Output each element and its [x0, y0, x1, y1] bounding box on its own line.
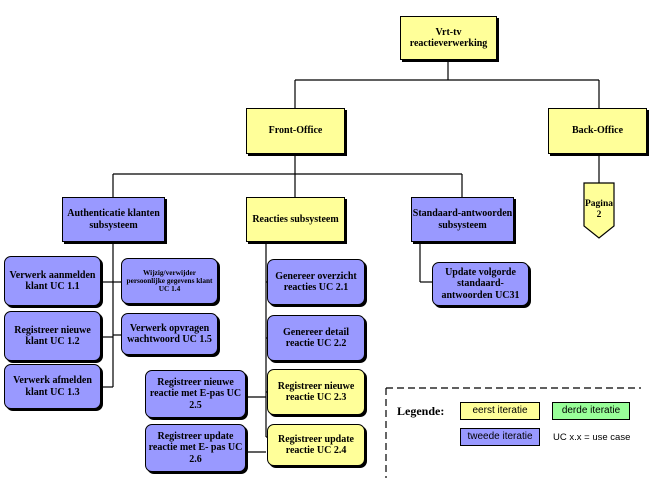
- uc-1-3-label: Verwerk afmelden klant UC 1.3: [13, 375, 92, 398]
- uc-1-4-node: Wijzig/verwijder persoonlijke gegevens k…: [121, 258, 218, 304]
- page-ref-label: Pagina 2: [585, 199, 613, 220]
- uc-1-2-label: Registreer nieuwe klant UC 1.2: [14, 324, 91, 347]
- reacties-subsystem-node: Reacties subsysteem: [246, 197, 345, 242]
- uc-1-5-label: Verwerk opvragen wachtwoord UC 1.5: [127, 322, 212, 345]
- legend-first-label: eerst iteratie: [472, 405, 528, 417]
- uc-1-1-label: Verwerk aanmelden klant UC 1.1: [9, 269, 96, 292]
- uc-2-1-label: Genereer overzicht reacties UC 2.1: [275, 270, 357, 293]
- uc-1-3-node: Verwerk afmelden klant UC 1.3: [4, 364, 101, 409]
- legend-first-iteration: eerst iteratie: [460, 402, 540, 420]
- uc-31-label: Update volgorde standaard-antwoorden UC3…: [441, 267, 520, 301]
- uc-2-6-node: Registreer update reactie met E- pas UC …: [145, 424, 246, 472]
- uc-2-5-node: Registreer nieuwe reactie met E-pas UC 2…: [145, 370, 246, 418]
- uc-2-6-label: Registreer update reactie met E- pas UC …: [148, 431, 243, 465]
- front-office-node: Front-Office: [246, 108, 345, 154]
- uc-1-2-node: Registreer nieuwe klant UC 1.2: [4, 311, 101, 361]
- legend-title: Legende:: [397, 404, 445, 418]
- uc-31-node: Update volgorde standaard-antwoorden UC3…: [432, 262, 529, 306]
- uc-2-2-node: Genereer detail reactie UC 2.2: [267, 315, 365, 361]
- auth-subsystem-label: Authenticatie klanten subsysteem: [67, 208, 160, 231]
- root-node: Vrt-tv reactieverwerking: [400, 16, 497, 60]
- uc-2-3-node: Registreer nieuwe reactie UC 2.3: [267, 369, 365, 415]
- standaard-subsystem-label: Standaard-antwoorden subsysteem: [412, 208, 513, 231]
- uc-2-4-node: Registreer update reactie UC 2.4: [267, 424, 365, 466]
- uc-1-4-label: Wijzig/verwijder persoonlijke gegevens k…: [126, 267, 213, 294]
- legend-note: UC x.x = use case: [553, 432, 631, 443]
- front-office-label: Front-Office: [268, 125, 323, 137]
- legend-second-label: tweede iteratie: [467, 431, 533, 443]
- uc-2-5-label: Registreer nieuwe reactie met E-pas UC 2…: [149, 377, 242, 411]
- root-label: Vrt-tv reactieverwerking: [409, 26, 488, 49]
- page-ref-shape: [583, 182, 615, 239]
- uc-1-1-node: Verwerk aanmelden klant UC 1.1: [4, 256, 101, 306]
- reacties-subsystem-label: Reacties subsysteem: [252, 213, 339, 225]
- legend-third-label: derde iteratie: [561, 405, 621, 417]
- back-office-node: Back-Office: [548, 108, 647, 154]
- uc-2-4-label: Registreer update reactie UC 2.4: [277, 433, 354, 456]
- uc-2-1-node: Genereer overzicht reacties UC 2.1: [267, 259, 365, 305]
- legend-third-iteration: derde iteratie: [552, 402, 630, 420]
- standaard-subsystem-node: Standaard-antwoorden subsysteem: [411, 197, 514, 242]
- auth-subsystem-node: Authenticatie klanten subsysteem: [62, 197, 165, 242]
- uc-2-3-label: Registreer nieuwe reactie UC 2.3: [277, 380, 355, 403]
- back-office-label: Back-Office: [571, 125, 624, 137]
- uc-2-2-label: Genereer detail reactie UC 2.2: [283, 326, 349, 349]
- legend-second-iteration: tweede iteratie: [460, 428, 540, 446]
- uc-1-5-node: Verwerk opvragen wachtwoord UC 1.5: [121, 313, 218, 355]
